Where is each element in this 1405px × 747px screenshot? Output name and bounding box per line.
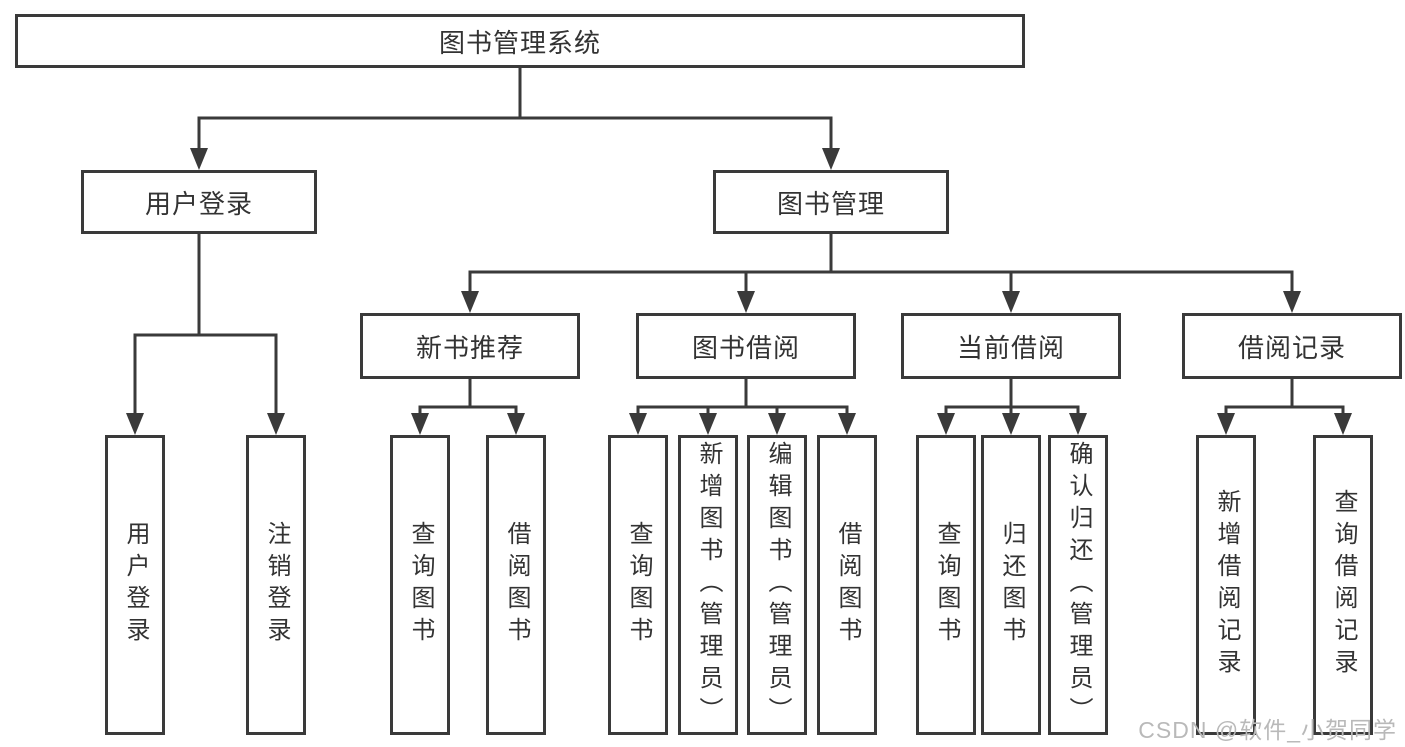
node-borrowing-records: 借阅记录 <box>1182 313 1402 379</box>
leaf-bb-add-books-admin: 新增图书（管理员） <box>678 435 738 735</box>
leaf-cb-confirm-return-admin: 确认归还（管理员） <box>1048 435 1108 735</box>
leaf-nb-query-books: 查询图书 <box>390 435 450 735</box>
node-root: 图书管理系统 <box>15 14 1025 68</box>
node-root-label: 图书管理系统 <box>438 27 601 58</box>
connector-book-management-branch <box>461 232 1301 313</box>
leaf-bb-borrow-books: 借阅图书 <box>817 435 877 735</box>
node-current-borrowing-label: 当前借阅 <box>956 332 1065 363</box>
leaf-nb-borrow-books-label: 借阅图书 <box>503 521 530 649</box>
leaf-br-query-record-label: 查询借阅记录 <box>1330 489 1357 681</box>
node-borrowing-records-label: 借阅记录 <box>1237 332 1346 363</box>
node-user-login-label: 用户登录 <box>144 188 253 219</box>
leaf-bb-edit-books-admin: 编辑图书（管理员） <box>747 435 807 735</box>
node-current-borrowing: 当前借阅 <box>901 313 1121 379</box>
leaf-user-login: 用户登录 <box>105 435 165 735</box>
leaf-br-add-record: 新增借阅记录 <box>1196 435 1256 735</box>
watermark: CSDN @软件_小贺同学 <box>1138 717 1397 743</box>
leaf-cb-return-books: 归还图书 <box>981 435 1041 735</box>
node-user-login: 用户登录 <box>81 170 317 234</box>
leaf-cb-return-books-label: 归还图书 <box>998 521 1025 649</box>
leaf-user-login-label: 用户登录 <box>122 521 149 649</box>
node-new-book-recommendation: 新书推荐 <box>360 313 580 379</box>
connector-borrowing-records-branch <box>1217 377 1352 435</box>
leaf-cb-query-books: 查询图书 <box>916 435 976 735</box>
leaf-logout: 注销登录 <box>246 435 306 735</box>
node-book-borrowing: 图书借阅 <box>636 313 856 379</box>
leaf-bb-edit-books-admin-label: 编辑图书（管理员） <box>764 441 791 729</box>
leaf-cb-query-books-label: 查询图书 <box>933 521 960 649</box>
leaf-bb-borrow-books-label: 借阅图书 <box>834 521 861 649</box>
node-book-borrowing-label: 图书借阅 <box>691 332 800 363</box>
connector-current-borrowing-branch <box>937 377 1087 435</box>
leaf-bb-add-books-admin-label: 新增图书（管理员） <box>695 441 722 729</box>
leaf-bb-query-books-label: 查询图书 <box>625 521 652 649</box>
leaf-logout-label: 注销登录 <box>263 521 290 649</box>
leaf-nb-borrow-books: 借阅图书 <box>486 435 546 735</box>
connector-new-book-branch <box>411 377 525 435</box>
leaf-cb-confirm-return-admin-label: 确认归还（管理员） <box>1065 441 1092 729</box>
node-book-management: 图书管理 <box>713 170 949 234</box>
node-book-management-label: 图书管理 <box>776 188 885 219</box>
connector-book-borrowing-branch <box>629 377 856 435</box>
leaf-bb-query-books: 查询图书 <box>608 435 668 735</box>
leaf-br-add-record-label: 新增借阅记录 <box>1213 489 1240 681</box>
leaf-br-query-record: 查询借阅记录 <box>1313 435 1373 735</box>
node-new-book-recommendation-label: 新书推荐 <box>415 332 524 363</box>
connector-user-login-branch <box>126 232 285 435</box>
leaf-nb-query-books-label: 查询图书 <box>407 521 434 649</box>
connector-root-to-level2 <box>190 66 840 170</box>
